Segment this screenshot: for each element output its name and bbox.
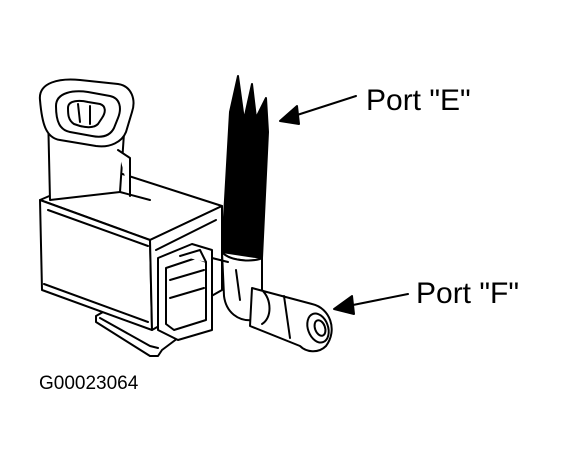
port-e-label: Port "E" <box>366 84 471 117</box>
port-f-arrow <box>333 293 409 315</box>
port-e-hose <box>221 75 269 262</box>
port-f-nozzle <box>249 287 333 353</box>
port-f-label: Port "F" <box>416 277 519 310</box>
mounting-clip <box>157 243 229 341</box>
port-e-arrow <box>279 95 357 125</box>
electrical-connector <box>38 78 151 201</box>
figure-id: G00023064 <box>39 373 139 394</box>
